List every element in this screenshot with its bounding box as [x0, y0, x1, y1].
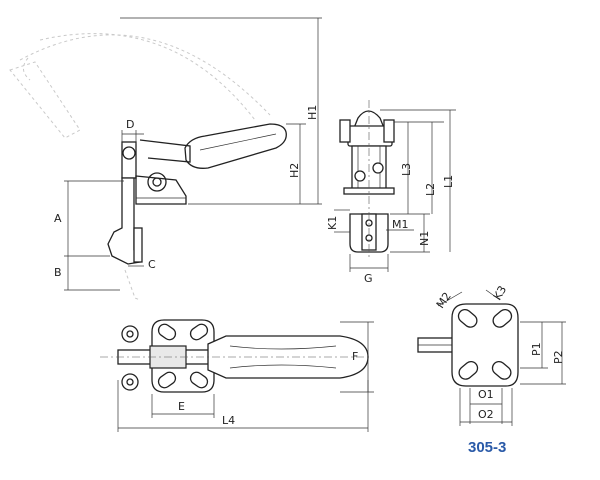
- clamp-arm: [107, 177, 141, 265]
- detail-slot-2: [492, 308, 513, 328]
- dim-line-m2: [437, 291, 463, 307]
- lever-arm: [139, 139, 191, 163]
- front-nut-right: [383, 119, 395, 143]
- open-position-handle: [9, 61, 81, 139]
- detail-slot-3: [458, 360, 479, 380]
- dim-line-k3: [485, 289, 501, 301]
- front-view: G K1 M1 N1 L3 L2 L1: [326, 100, 456, 285]
- label-l3: L3: [400, 163, 413, 176]
- label-p1: P1: [530, 342, 543, 356]
- label-m2: M2: [434, 290, 454, 311]
- label-b: B: [54, 266, 62, 279]
- open-position-grip: [23, 57, 31, 81]
- handle-grip: [184, 123, 287, 169]
- detail-slot-1: [457, 308, 478, 328]
- body-frame: [135, 175, 187, 205]
- label-o2: O2: [478, 408, 494, 421]
- label-e: E: [178, 400, 185, 413]
- slot-4: [189, 371, 209, 389]
- pivot-inner: [152, 177, 162, 187]
- label-l1: L1: [442, 175, 455, 188]
- top-screw-1-center: [126, 330, 134, 338]
- label-n1: N1: [418, 231, 431, 246]
- label-c: C: [148, 258, 156, 271]
- ghost-spindle: [124, 269, 141, 301]
- slot-2: [189, 323, 209, 341]
- model-number: 305-3: [468, 439, 506, 456]
- label-k3: K3: [491, 284, 509, 303]
- slot-3: [157, 371, 177, 389]
- top-screw-2-center: [126, 378, 134, 386]
- open-position-arc: [19, 34, 271, 116]
- side-view: A B D C H2 H1: [9, 17, 322, 301]
- top-view: E L4 F: [100, 319, 374, 432]
- label-a: A: [54, 212, 62, 225]
- base-detail-view: M2 K3 P1 P2 O1 O2: [417, 284, 566, 426]
- label-d: D: [126, 118, 134, 131]
- top-handle-rib-2: [229, 364, 337, 369]
- open-position-arc-inner: [39, 33, 256, 121]
- label-l4: L4: [222, 414, 235, 427]
- label-g: G: [364, 272, 373, 285]
- label-f: F: [352, 350, 358, 363]
- slot-1: [157, 323, 177, 341]
- front-nut-left: [339, 119, 351, 143]
- detail-slot-4: [491, 360, 512, 380]
- front-pivot-l: [354, 170, 366, 182]
- clamp-spindle: [133, 227, 143, 263]
- label-k1: K1: [326, 216, 339, 230]
- label-m1: M1: [392, 218, 409, 231]
- label-l2: L2: [424, 183, 437, 196]
- label-p2: P2: [552, 350, 565, 364]
- spindle-nut: [122, 146, 136, 160]
- handle-line: [199, 133, 277, 151]
- label-h2: H2: [288, 163, 301, 178]
- top-handle-rib-1: [229, 345, 337, 350]
- label-h1: H1: [306, 105, 319, 120]
- front-pivot-r: [372, 162, 384, 174]
- label-o1: O1: [478, 388, 494, 401]
